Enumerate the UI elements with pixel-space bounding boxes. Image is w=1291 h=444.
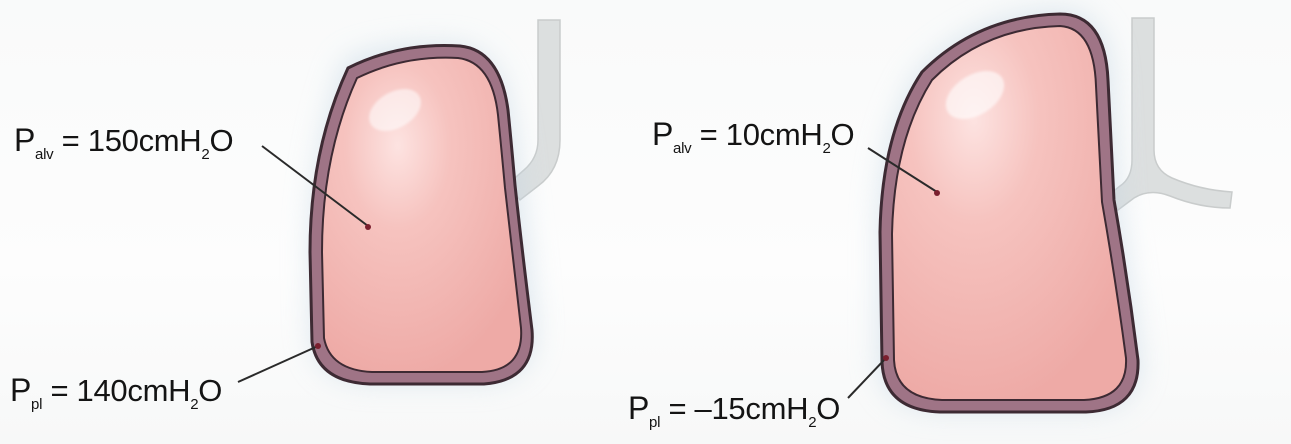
left-lung-group	[310, 20, 560, 384]
unit-tail: O	[816, 391, 840, 426]
pressure-value: = 150cmH	[53, 123, 201, 158]
pressure-symbol: P	[14, 122, 35, 158]
pressure-value: = 10cmH	[691, 117, 822, 152]
unit-tail: O	[209, 123, 233, 158]
pressure-value: = –15cmH	[660, 391, 808, 426]
left-pleural-leader	[238, 346, 318, 382]
pressure-subscript: pl	[649, 414, 660, 431]
unit-tail: O	[198, 373, 222, 408]
pressure-symbol: P	[10, 372, 31, 408]
left-alveolar-pressure-label: Palv = 150cmH2O	[14, 124, 233, 156]
left-pleural-dot	[315, 343, 321, 349]
right-pleural-leader	[848, 358, 886, 398]
right-pleural-pressure-label: Ppl = –15cmH2O	[628, 392, 840, 424]
h2o-subscript: 2	[190, 396, 198, 413]
pressure-symbol: P	[628, 390, 649, 426]
pressure-subscript: pl	[31, 396, 42, 413]
h2o-subscript: 2	[822, 140, 830, 157]
pressure-subscript: alv	[35, 146, 53, 163]
pressure-value: = 140cmH	[42, 373, 190, 408]
h2o-subscript: 2	[201, 146, 209, 163]
right-alveolar-pressure-label: Palv = 10cmH2O	[652, 118, 854, 150]
left-pleural-pressure-label: Ppl = 140cmH2O	[10, 374, 222, 406]
right-alveolar-dot	[934, 190, 940, 196]
right-pleural-dot	[883, 355, 889, 361]
h2o-subscript: 2	[808, 414, 816, 431]
right-lung-group	[878, 10, 1232, 412]
unit-tail: O	[831, 117, 855, 152]
pressure-symbol: P	[652, 116, 673, 152]
pressure-subscript: alv	[673, 140, 691, 157]
left-alveolar-dot	[365, 224, 371, 230]
right-airway	[1110, 18, 1232, 210]
